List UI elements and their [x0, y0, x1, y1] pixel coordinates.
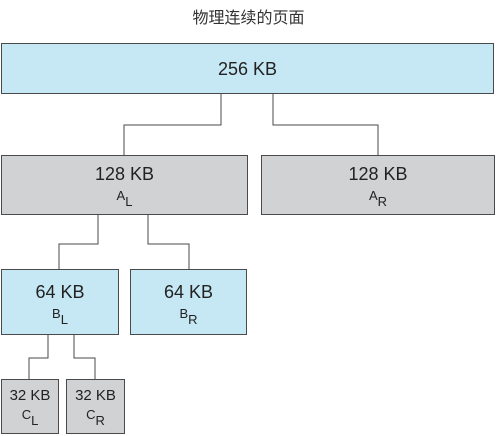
block-b-right: 64 KB BR	[130, 269, 247, 335]
connector-a-left-to-b-right	[147, 215, 190, 269]
diagram-title: 物理连续的页面	[192, 8, 305, 27]
connector-root-to-a-right	[272, 94, 379, 155]
block-name-label: BL	[52, 306, 68, 327]
connector-b-left-to-c-left	[28, 335, 49, 379]
block-root: 256 KB	[1, 43, 494, 94]
block-b-left: 64 KB BL	[1, 269, 119, 335]
block-name-label: CR	[86, 407, 105, 428]
block-size-label: 64 KB	[35, 282, 85, 302]
block-size-label: 64 KB	[163, 282, 214, 302]
connector-root-to-a-left	[123, 94, 222, 155]
block-size-label: 128 KB	[94, 164, 155, 184]
block-name-label: BR	[179, 306, 198, 327]
block-name-label: AL	[116, 188, 133, 209]
block-size-label: 256 KB	[217, 59, 278, 79]
block-a-right: 128 KB AR	[261, 155, 495, 215]
block-a-left: 128 KB AL	[1, 155, 248, 215]
block-size-label: 32 KB	[75, 387, 116, 404]
connector-b-left-to-c-right	[73, 335, 96, 379]
connector-a-left-to-b-left	[58, 215, 99, 269]
block-size-label: 32 KB	[9, 387, 51, 404]
block-name-label: CL	[21, 407, 39, 428]
block-name-label: AR	[368, 188, 388, 209]
block-size-label: 128 KB	[348, 164, 408, 184]
block-c-left: 32 KB CL	[1, 379, 59, 434]
block-c-right: 32 KB CR	[66, 379, 125, 434]
